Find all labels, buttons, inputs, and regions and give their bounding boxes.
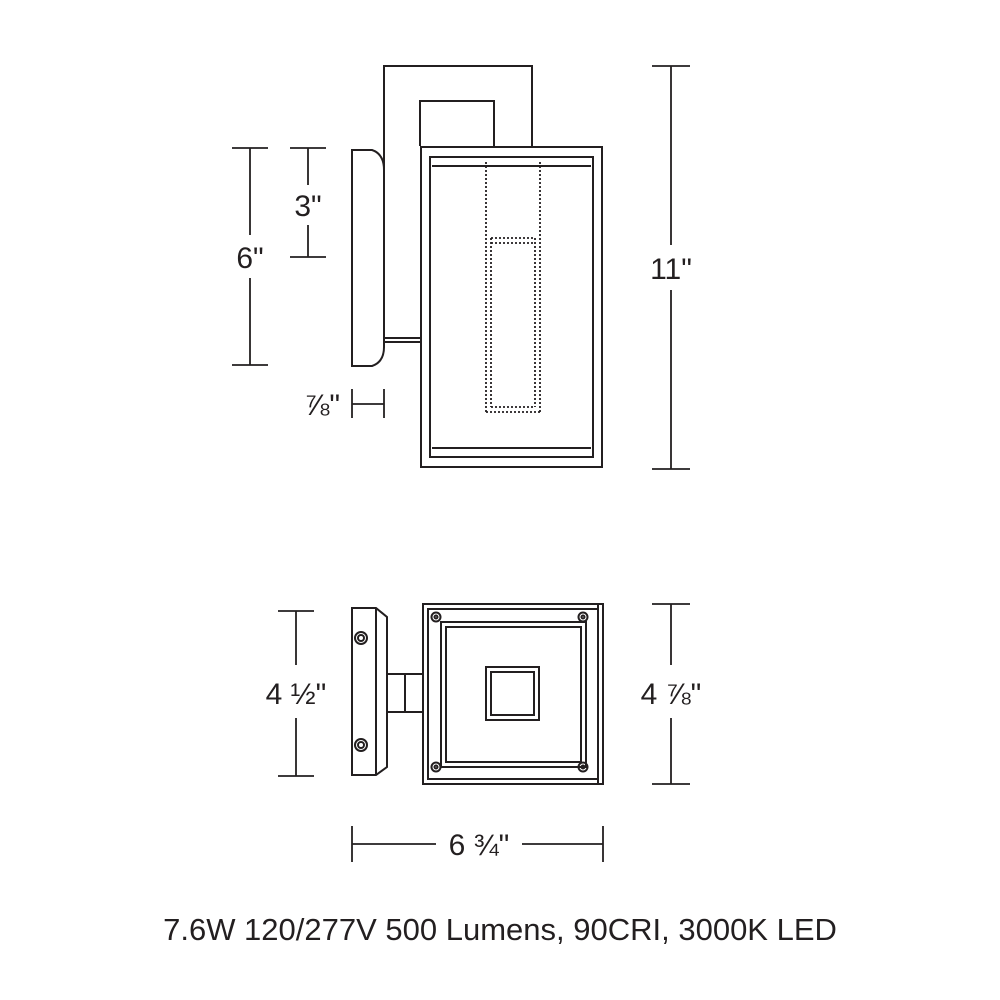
- dim-lines-top: [278, 603, 690, 862]
- top-light-aperture: [485, 666, 540, 721]
- top-housing: [422, 603, 604, 785]
- top-screw-upper: [354, 631, 368, 645]
- dim-label-6in: 6": [236, 242, 263, 275]
- top-screw-lower: [354, 738, 368, 752]
- dim-lines-side: [232, 65, 690, 470]
- dim-label-7-8in: ⅞": [304, 389, 340, 422]
- side-housing: [420, 146, 603, 468]
- dim-label-11in: 11": [650, 253, 692, 286]
- dim-label-4-7-8in: 4 ⅞": [641, 678, 702, 711]
- dim-label-4-1-2in: 4 ½": [266, 678, 327, 711]
- dim-label-6-3-4in: 6 ¾": [449, 829, 510, 862]
- side-light-channel: [485, 162, 541, 413]
- dim-label-3in: 3": [294, 190, 321, 223]
- side-backplate: [351, 149, 385, 367]
- side-arm-inner: [419, 100, 495, 147]
- top-lens-outer: [440, 621, 587, 768]
- spec-text: 7.6W 120/277V 500 Lumens, 90CRI, 3000K L…: [163, 912, 837, 947]
- top-view: [351, 603, 604, 785]
- side-view: [351, 65, 603, 468]
- side-lens-frame: [429, 156, 594, 458]
- side-arm-outer: [383, 65, 533, 338]
